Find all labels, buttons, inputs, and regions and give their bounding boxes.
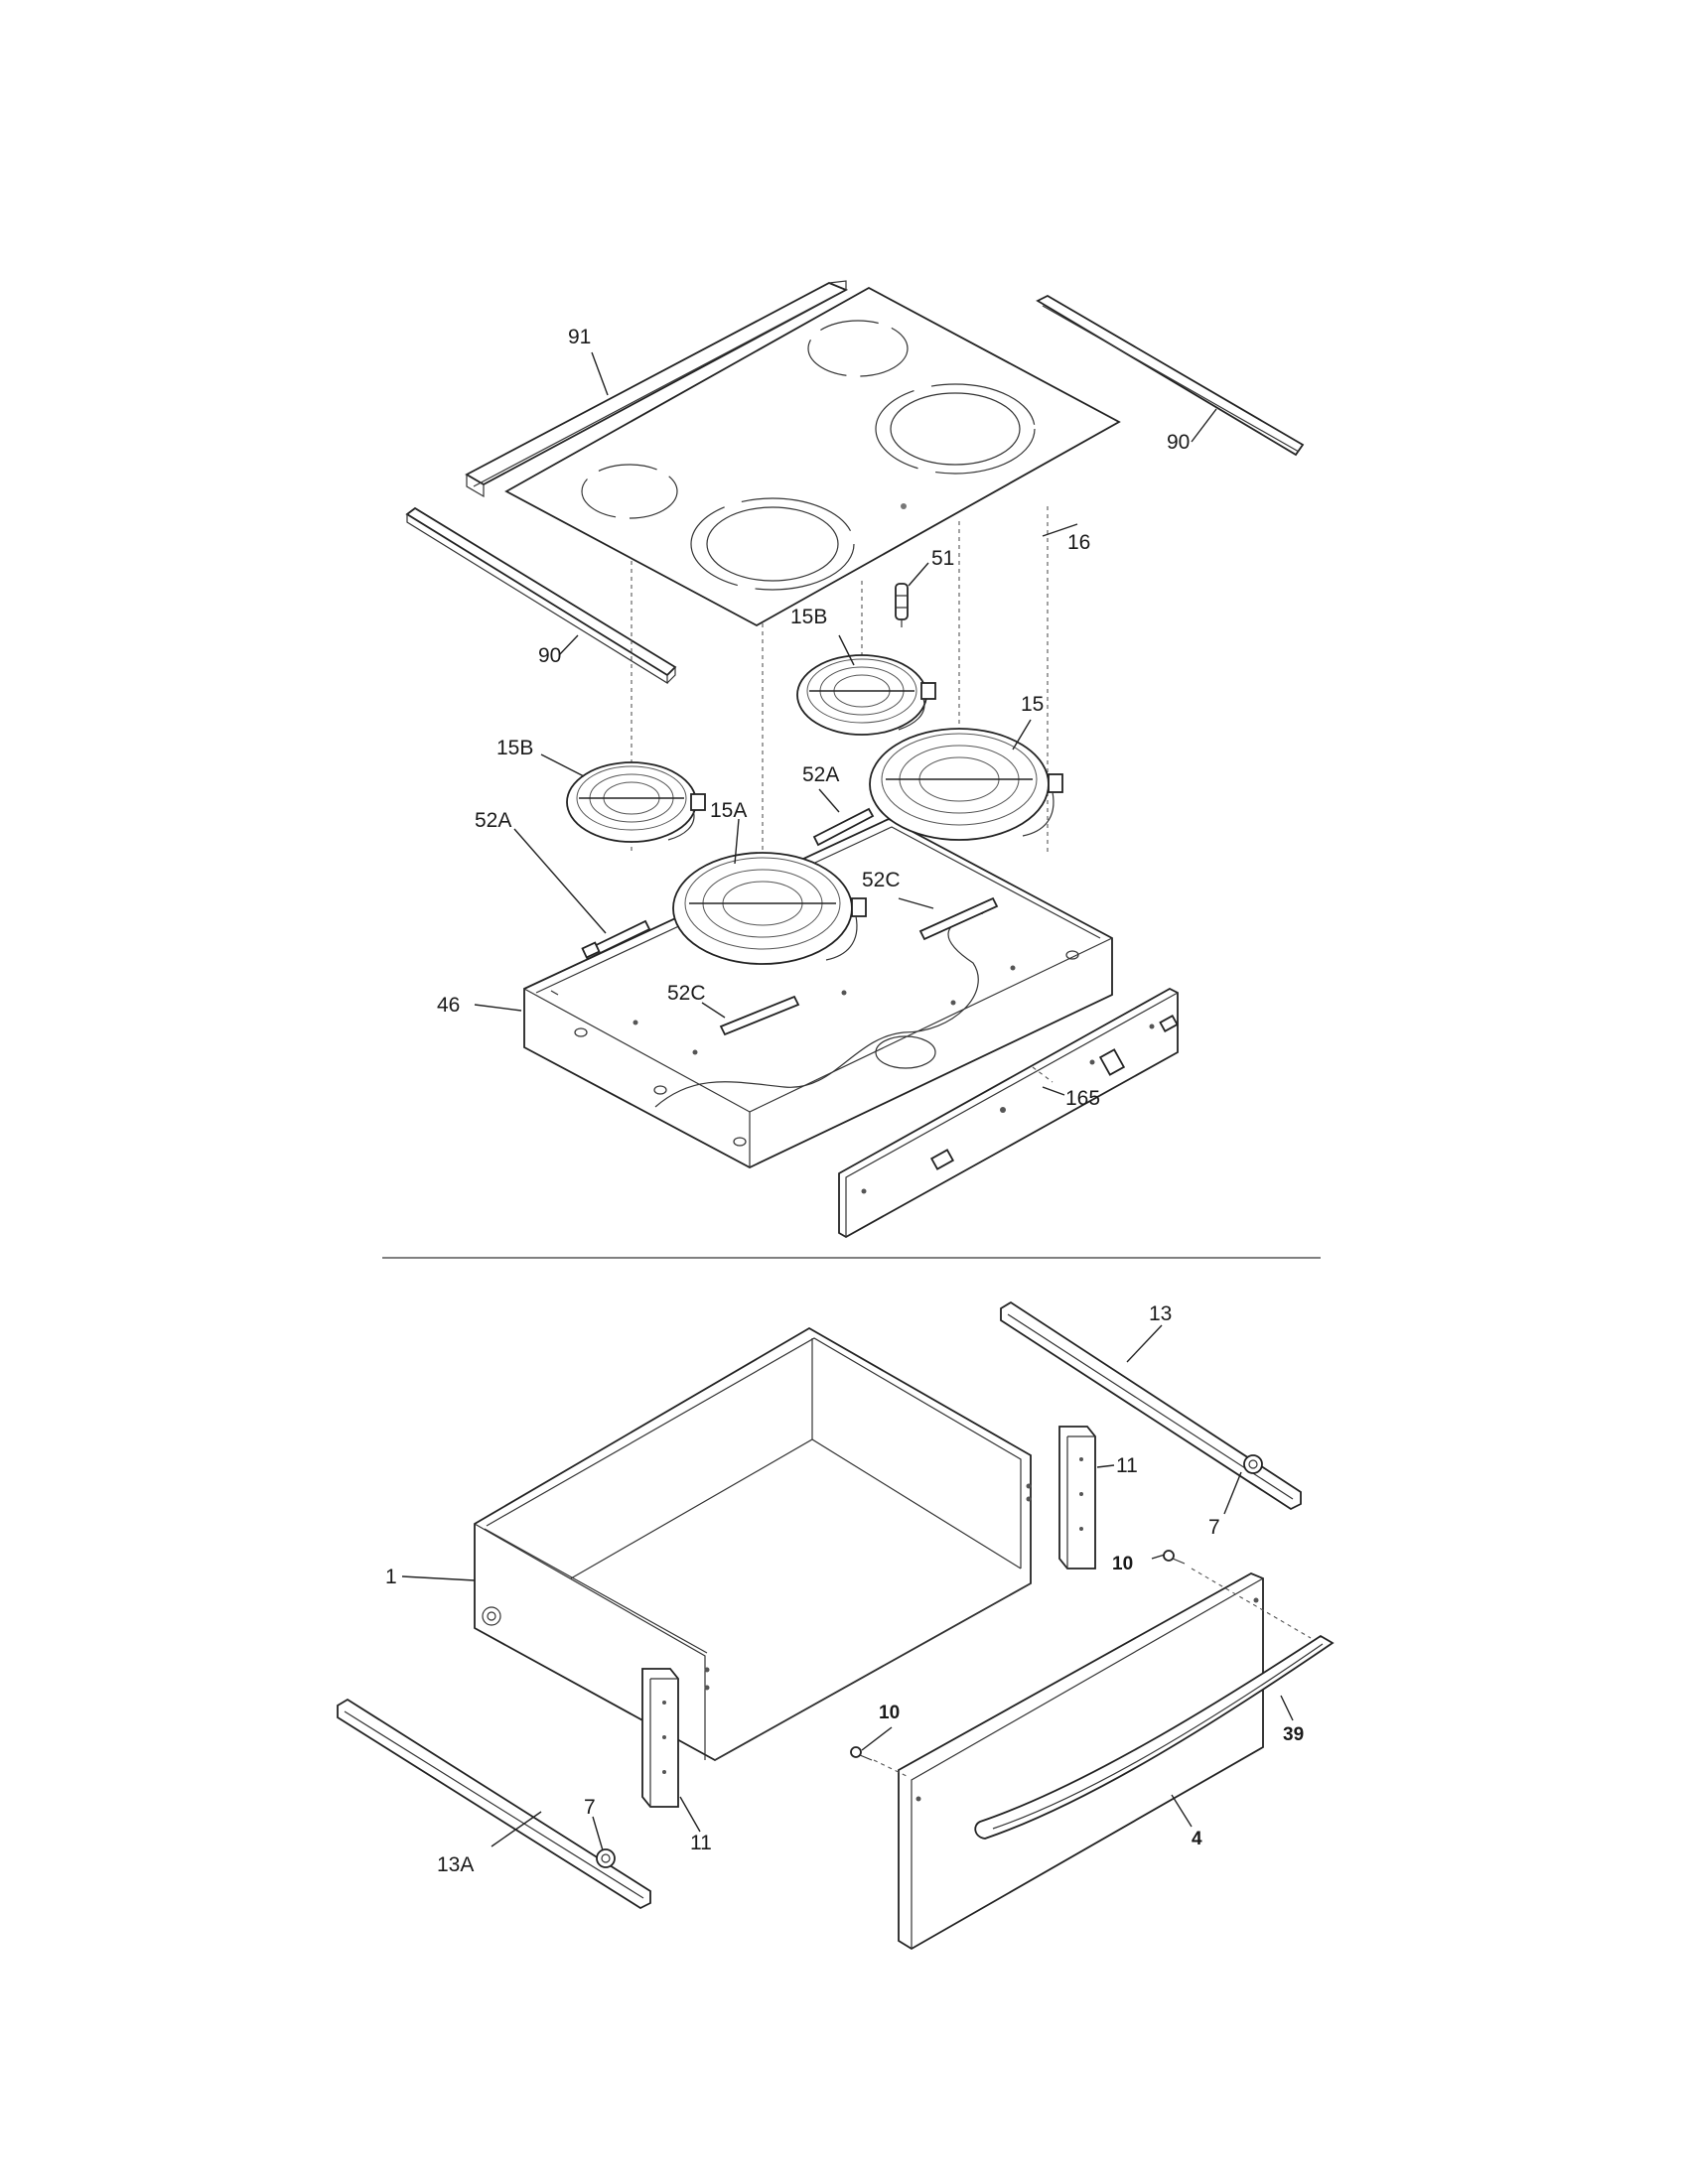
- strap-52a-left: [581, 919, 651, 961]
- label-15b-top: 15B: [790, 606, 827, 628]
- drawer-handle-39: [974, 1634, 1335, 1840]
- element-15-large: [869, 728, 1063, 841]
- label-39: 39: [1283, 1724, 1304, 1745]
- label-15b-left: 15B: [496, 737, 533, 759]
- side-trim-90-right: [1036, 294, 1305, 457]
- label-52c-right: 52C: [862, 869, 901, 891]
- label-15: 15: [1021, 693, 1044, 716]
- drawer-front-4: [873, 1568, 1312, 1951]
- label-4: 4: [1192, 1829, 1202, 1849]
- label-7-right: 7: [1208, 1516, 1220, 1539]
- label-7-left: 7: [584, 1796, 596, 1819]
- drawer-rail-13: [1000, 1300, 1302, 1511]
- label-10-left: 10: [879, 1703, 900, 1723]
- label-1: 1: [385, 1566, 397, 1588]
- drawer-assembly: [337, 1300, 1335, 1951]
- label-11-right: 11: [1116, 1454, 1138, 1477]
- element-15b-left: [566, 761, 706, 843]
- label-52a-right: 52A: [802, 763, 839, 786]
- label-11-left: 11: [690, 1832, 712, 1854]
- label-13: 13: [1149, 1302, 1172, 1325]
- drawer-bracket-11-left: [641, 1668, 679, 1808]
- element-15a-large: [672, 852, 867, 965]
- label-90-right: 90: [1167, 431, 1190, 454]
- limiter-sensor-51: [895, 583, 909, 627]
- screw-10-right: [1163, 1550, 1186, 1565]
- element-15b-top: [796, 654, 936, 736]
- label-52c-left: 52C: [667, 982, 706, 1005]
- strap-52a-right: [812, 807, 875, 847]
- label-46: 46: [437, 994, 460, 1017]
- label-13a: 13A: [437, 1853, 474, 1876]
- drawer-bracket-11-right: [1058, 1426, 1096, 1570]
- label-52a-left: 52A: [475, 809, 511, 832]
- drawer-body-1: [474, 1326, 1032, 1762]
- cooktop-assembly: [405, 280, 1305, 1239]
- drawer-rail-13a: [337, 1698, 651, 1910]
- part-labels: 91 90 16 51 90 15B 15 15B 52A 52A 15A 52…: [385, 326, 1304, 1876]
- label-10-right: 10: [1112, 1554, 1133, 1574]
- label-15a: 15A: [710, 799, 747, 822]
- screw-10-left: [850, 1746, 873, 1761]
- glass-cooktop-16: [504, 286, 1121, 627]
- strap-52c-left: [719, 995, 800, 1036]
- label-16: 16: [1067, 531, 1090, 554]
- label-90-left: 90: [538, 644, 561, 667]
- strap-52c-right: [918, 896, 999, 941]
- rear-trim-91: [465, 280, 849, 498]
- bracket-165: [838, 987, 1179, 1239]
- label-51: 51: [931, 547, 954, 570]
- label-91: 91: [568, 326, 591, 348]
- leader-lines: [401, 351, 1294, 1851]
- label-165: 165: [1065, 1087, 1100, 1110]
- side-trim-90-left: [405, 506, 677, 685]
